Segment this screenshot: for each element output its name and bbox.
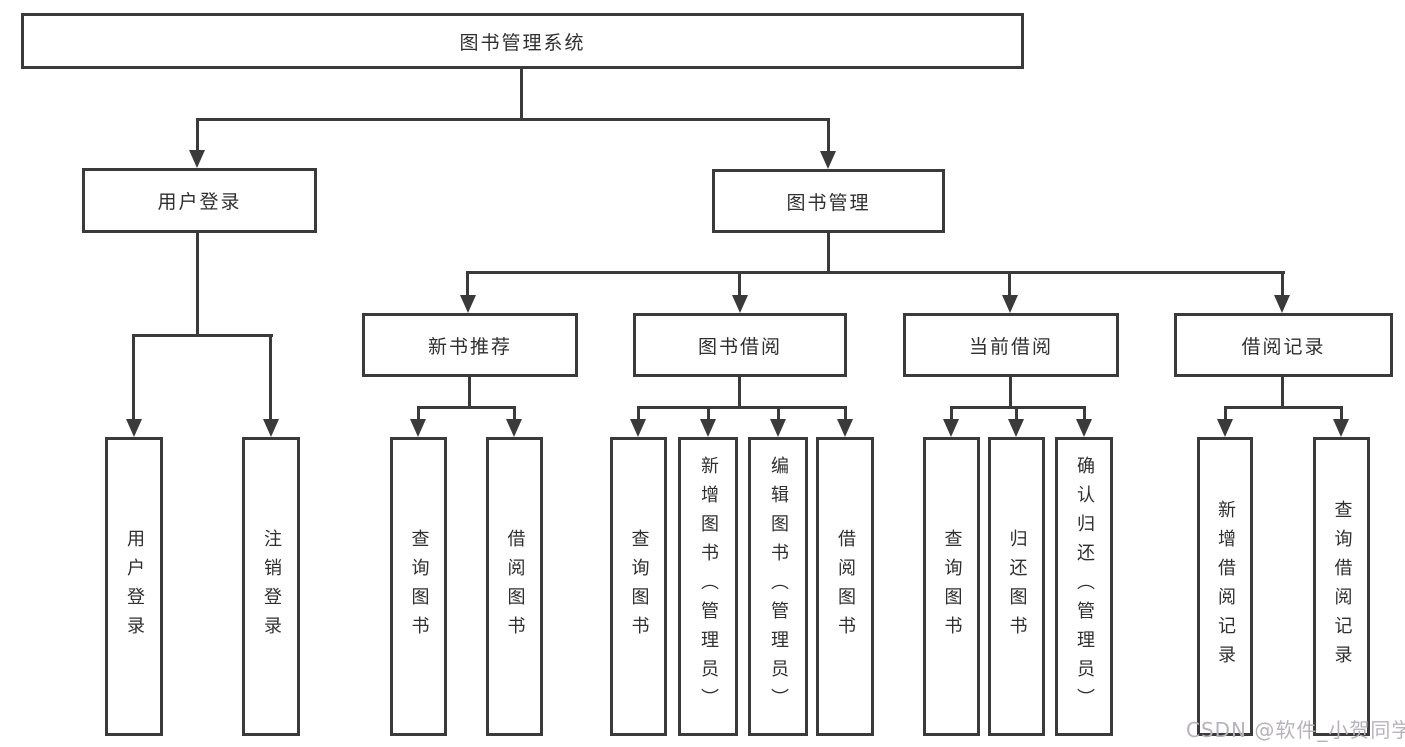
connector-line	[777, 406, 780, 421]
arrow-down-icon	[630, 419, 646, 437]
connector-line	[827, 118, 830, 153]
connector-line	[637, 406, 847, 409]
connector-line	[637, 406, 640, 421]
connector-line	[132, 334, 135, 421]
connector-line	[132, 334, 273, 337]
connector-line	[1083, 406, 1086, 421]
arrow-down-icon	[1333, 419, 1349, 437]
leaf-borrow-books-2: 借阅图书	[816, 437, 874, 736]
connector-line	[269, 334, 272, 421]
connector-line	[1224, 406, 1343, 409]
node-new-book-recommend: 新书推荐	[362, 313, 578, 377]
connector-line	[196, 118, 199, 152]
arrow-down-icon	[732, 295, 748, 313]
connector-line	[468, 377, 471, 409]
arrow-down-icon	[460, 295, 476, 313]
node-root: 图书管理系统	[21, 13, 1024, 69]
arrow-down-icon	[943, 419, 959, 437]
connector-line	[1009, 377, 1012, 409]
connector-line	[196, 233, 199, 336]
leaf-user-login: 用户登录	[105, 437, 163, 736]
connector-line	[1340, 406, 1343, 421]
connector-line	[738, 271, 741, 297]
node-book-borrow: 图书借阅	[633, 313, 847, 377]
leaf-query-books-3: 查询图书	[923, 437, 980, 736]
connector-line	[950, 406, 1086, 409]
connector-line	[1008, 271, 1011, 297]
arrow-down-icon	[1274, 295, 1290, 313]
arrow-down-icon	[1076, 419, 1092, 437]
leaf-add-book-admin: 新增图书（管理员）	[678, 437, 738, 736]
arrow-down-icon	[189, 150, 205, 168]
connector-line	[707, 406, 710, 421]
connector-line	[1224, 406, 1227, 421]
arrow-down-icon	[837, 419, 853, 437]
leaf-confirm-return-admin: 确认归还（管理员）	[1055, 437, 1113, 736]
connector-line	[1281, 377, 1284, 409]
arrow-down-icon	[506, 419, 522, 437]
connector-line	[1015, 406, 1018, 421]
arrow-down-icon	[1002, 295, 1018, 313]
connector-line	[827, 233, 830, 274]
connector-line	[417, 406, 516, 409]
connector-line	[520, 68, 523, 121]
arrow-down-icon	[820, 151, 836, 169]
arrow-down-icon	[1217, 419, 1233, 437]
node-current-borrow: 当前借阅	[903, 313, 1119, 377]
connector-line	[513, 406, 516, 421]
arrow-down-icon	[126, 419, 142, 437]
connector-line	[844, 406, 847, 421]
arrow-down-icon	[1008, 419, 1024, 437]
leaf-query-books-1: 查询图书	[390, 437, 447, 736]
arrow-down-icon	[700, 419, 716, 437]
leaf-add-borrow-record: 新增借阅记录	[1197, 437, 1253, 736]
connector-line	[950, 406, 953, 421]
connector-line	[1281, 271, 1284, 297]
arrow-down-icon	[770, 419, 786, 437]
watermark: CSDN @软件_小贺同学	[1186, 718, 1405, 742]
arrow-down-icon	[410, 419, 426, 437]
connector-line	[466, 271, 469, 297]
leaf-edit-book-admin: 编辑图书（管理员）	[748, 437, 808, 736]
leaf-return-book: 归还图书	[988, 437, 1045, 736]
connector-line	[196, 118, 830, 121]
connector-line	[738, 377, 741, 409]
connector-line	[417, 406, 420, 421]
node-book-management: 图书管理	[712, 169, 945, 233]
leaf-query-borrow-record: 查询借阅记录	[1313, 437, 1370, 736]
node-borrow-records: 借阅记录	[1174, 313, 1393, 377]
leaf-logout: 注销登录	[242, 437, 300, 736]
node-user-login: 用户登录	[82, 168, 317, 233]
leaf-query-books-2: 查询图书	[610, 437, 667, 736]
arrow-down-icon	[263, 419, 279, 437]
leaf-borrow-books-1: 借阅图书	[486, 437, 543, 736]
connector-line	[466, 271, 1285, 274]
